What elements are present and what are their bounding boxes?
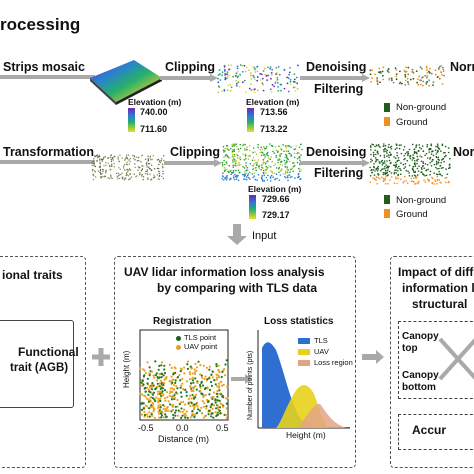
accuracy-box	[398, 414, 474, 450]
impact-panel	[390, 256, 474, 468]
info-loss-title-1: UAV lidar information loss analysis	[124, 265, 325, 279]
ground-swatch-2	[384, 209, 390, 218]
impact-title-1: Impact of diff	[398, 265, 474, 279]
dem-mosaic-image	[90, 60, 162, 105]
colorbar-2	[247, 108, 254, 132]
canopy-layer-box	[398, 321, 474, 399]
ground-swatch-1	[384, 117, 390, 126]
tls-point-swatch	[176, 336, 181, 341]
nonground-label-2: Non-ground	[396, 195, 447, 206]
step-clipping-1: Clipping	[165, 60, 215, 74]
impact-title-3: structural	[412, 297, 468, 311]
step-denoising-2: Denoising	[306, 145, 367, 159]
nonground-swatch-1	[384, 103, 390, 112]
loss-ylabel: Number of points (pts)	[247, 350, 254, 420]
registration-xlabel: Distance (m)	[158, 434, 210, 444]
legend-min-2: 713.22	[260, 124, 288, 134]
transformed-cloud-image	[91, 154, 165, 181]
arrow-clipping-2	[164, 159, 222, 167]
impact-title-2: information l	[402, 281, 474, 295]
cross-lines-icon	[438, 337, 474, 381]
functional-trait-box	[0, 320, 74, 408]
arrow-clipping-1	[160, 74, 218, 82]
legend-uav-swatch	[298, 349, 310, 355]
registration-plot	[139, 329, 229, 421]
nonground-label-1: Non-ground	[396, 102, 447, 113]
legend-min-1: 711.60	[140, 124, 168, 134]
accuracy-label: Accur	[412, 423, 447, 437]
legend-title-1: Elevation (m)	[128, 97, 182, 107]
section-title: rocessing	[0, 15, 81, 34]
tls-distribution	[262, 342, 350, 428]
functional-traits-panel	[0, 256, 86, 468]
info-loss-title-2: by comparing with TLS data	[157, 281, 318, 295]
canopy-bottom-label: Canopy bottom	[402, 370, 439, 393]
colorbar-1	[128, 108, 135, 132]
info-loss-panel	[114, 256, 356, 468]
step-transformation: Transformation	[3, 145, 94, 159]
uav-point-swatch	[176, 345, 181, 350]
canopy-top-label: Canopy top	[402, 331, 439, 354]
uav-point-label: UAV point	[184, 342, 218, 351]
registration-title: Registration	[153, 316, 212, 327]
legend-max-1: 740.00	[140, 107, 168, 117]
legend-uav-label: UAV	[314, 347, 329, 356]
loss-plot	[257, 330, 350, 429]
legend-loss-label: Loss region	[314, 358, 353, 367]
registration-ylabel: Height (m)	[122, 350, 131, 388]
step-normalization-1: Norn	[450, 60, 474, 74]
legend-title-3: Elevation (m)	[248, 184, 302, 194]
legend-loss-swatch	[298, 360, 310, 366]
clipped-points-image	[217, 64, 299, 94]
functional-trait-line2: trait (AGB)	[10, 362, 69, 374]
functional-trait-line1: Functional	[18, 345, 79, 359]
legend-title-2: Elevation (m)	[246, 97, 300, 107]
filtered-forest-image	[369, 143, 451, 185]
loss-title: Loss statistics	[264, 316, 334, 327]
ground-label-2: Ground	[396, 209, 428, 220]
nonground-swatch-2	[384, 195, 390, 204]
step-clipping-2: Clipping	[170, 145, 220, 159]
xtick-zero: 0.0	[176, 423, 189, 433]
legend-tls-label: TLS	[314, 336, 328, 345]
legend-max-3: 729.66	[262, 194, 290, 204]
step-normalization-2: Nor	[453, 145, 474, 159]
legend-max-2: 713.56	[260, 107, 288, 117]
step-strips-mosaic: Strips mosaic	[3, 60, 85, 74]
step-filtering-1: Filtering	[314, 82, 364, 96]
functional-traits-title: ional traits	[2, 268, 63, 282]
loss-region	[298, 403, 346, 428]
middle-to-right-arrow	[362, 350, 384, 364]
legend-tls-swatch	[298, 338, 310, 344]
ground-label-1: Ground	[396, 117, 428, 128]
xtick-pos: 0.5	[216, 423, 229, 433]
xtick-neg: -0.5	[138, 423, 154, 433]
input-arrow	[227, 224, 247, 245]
filtered-points-image	[369, 65, 445, 87]
arrow-line-2	[0, 160, 95, 164]
step-denoising-1: Denoising	[306, 60, 367, 74]
arrow-denoising-2	[300, 159, 370, 167]
registration-to-loss-arrow	[231, 374, 252, 384]
plus-icon	[92, 348, 110, 366]
step-filtering-2: Filtering	[314, 166, 364, 180]
arrow-line	[0, 75, 95, 79]
input-label: Input	[252, 230, 277, 242]
colorbar-3	[249, 195, 256, 219]
legend-min-3: 729.17	[262, 210, 290, 220]
clipped-forest-image	[221, 143, 303, 182]
arrow-denoising-1	[300, 74, 370, 82]
tls-point-label: TLS point	[184, 333, 217, 342]
loss-xlabel: Height (m)	[286, 430, 326, 440]
